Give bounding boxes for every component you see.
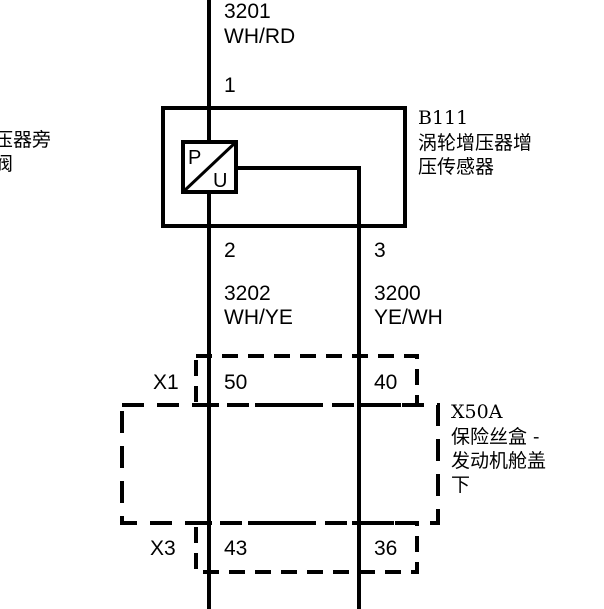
top-wire-number: 3201	[224, 0, 271, 23]
connector-x3-left-pin: 43	[224, 537, 247, 560]
connector-x1-outline	[194, 354, 419, 407]
connector-x3-label: X3	[150, 537, 176, 560]
fuse-box-name-line1: 保险丝盒 -	[451, 426, 539, 448]
sensor-pin-1: 1	[224, 74, 236, 97]
fuse-box-id: X50A	[451, 401, 503, 423]
connector-x1-label: X1	[153, 371, 179, 394]
fuse-box-name-line2: 发动机舱盖	[451, 450, 546, 472]
connector-x1-right-pin: 40	[374, 371, 397, 394]
wire-right-number: 3200	[374, 282, 421, 305]
sensor-pin-2: 2	[224, 239, 236, 262]
symbol-p: P	[188, 147, 201, 169]
sensor-pin-3: 3	[374, 239, 386, 262]
sensor-name-line2: 压传感器	[418, 156, 494, 178]
pressure-sensor-symbol: P U	[181, 140, 238, 194]
sensor-name-line1: 涡轮增压器增	[418, 132, 532, 154]
wire-left-color: WH/YE	[224, 306, 293, 329]
fuse-box-name-line3: 下	[451, 474, 470, 496]
sensor-box	[161, 106, 407, 228]
connector-x3-outline	[194, 521, 419, 574]
sensor-id: B111	[418, 107, 468, 129]
symbol-u: U	[213, 170, 227, 192]
fuse-box-outline	[120, 403, 440, 525]
left-note-line2: 阀	[0, 153, 13, 175]
wire-right-color: YE/WH	[374, 306, 443, 329]
wire-left-number: 3202	[224, 282, 271, 305]
top-wire-color: WH/RD	[224, 25, 295, 48]
left-note-line1: 压器旁	[0, 129, 51, 151]
connector-x3-right-pin: 36	[374, 537, 397, 560]
connector-x1-left-pin: 50	[224, 371, 247, 394]
